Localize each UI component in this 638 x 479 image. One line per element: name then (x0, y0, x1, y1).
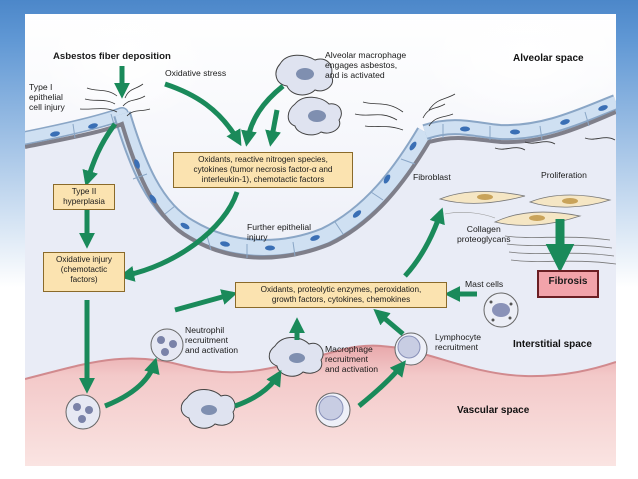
type2-hyperplasia-box: Type II hyperplasia (53, 184, 115, 210)
alveolar-macrophage-label: Alveolar macrophage engages asbestos, an… (325, 50, 407, 80)
mast-cell (483, 292, 519, 328)
mast-cells-label: Mast cells (465, 279, 504, 289)
basement-membrane (25, 110, 616, 260)
light-glow-right (415, 14, 616, 124)
diagram-panel: Asbestos fiber deposition Oxidative stre… (25, 14, 616, 466)
asbestos-fibers (79, 83, 616, 151)
light-glow-left (35, 14, 215, 124)
vessel-wall (25, 344, 616, 380)
macrophage-interstitial-cell (268, 337, 324, 377)
epithelium-right-fill (423, 96, 616, 139)
neutrophil-label: Neutrophil recruitment and activation (185, 325, 239, 355)
oxidants-enzymes-box: Oxidants, proteolytic enzymes, peroxidat… (235, 282, 447, 308)
vascular-space-label: Vascular space (457, 405, 530, 416)
oxidants-cytokines-box: Oxidants, reactive nitrogen species, cyt… (173, 152, 353, 188)
proliferation-label: Proliferation (541, 170, 587, 180)
oxidative-stress-label: Oxidative stress (165, 68, 227, 78)
fibroblast-label: Fibroblast (413, 172, 451, 182)
pathogenesis-illustration (25, 14, 616, 466)
collagen-label: Collagen proteoglycans (457, 224, 511, 244)
vascular-neutrophil-cell (65, 394, 101, 430)
macrophage-recruitment-label: Macrophage recruitment and activation (325, 344, 379, 374)
interstitial-space-label: Interstitial space (513, 339, 592, 350)
oxidative-injury-box: Oxidative injury (chemotactic factors) (43, 252, 125, 292)
epithelial-nuclei (50, 105, 608, 251)
pathway-arrows (78, 66, 575, 409)
fibrosis-box: Fibrosis (537, 270, 599, 298)
fibroblast-cells (438, 191, 612, 226)
lymphocyte-recruitment-label: Lymphocyte recruitment (435, 332, 482, 352)
alveolar-space-label: Alveolar space (513, 53, 584, 64)
type1-injury-label: Type I epithelial cell injury (29, 82, 65, 112)
neutrophil-cell (150, 328, 184, 362)
alveolar-wall-fill (115, 111, 432, 255)
further-injury-label: Further epithelial injury (247, 222, 312, 242)
vascular-monocyte-cell (180, 389, 236, 429)
vascular-lymphocyte-cell (315, 392, 351, 428)
alveolar-macrophage-cells (275, 54, 342, 136)
asbestos-deposition-label: Asbestos fiber deposition (53, 51, 171, 62)
lymphocyte-cell (394, 332, 428, 366)
